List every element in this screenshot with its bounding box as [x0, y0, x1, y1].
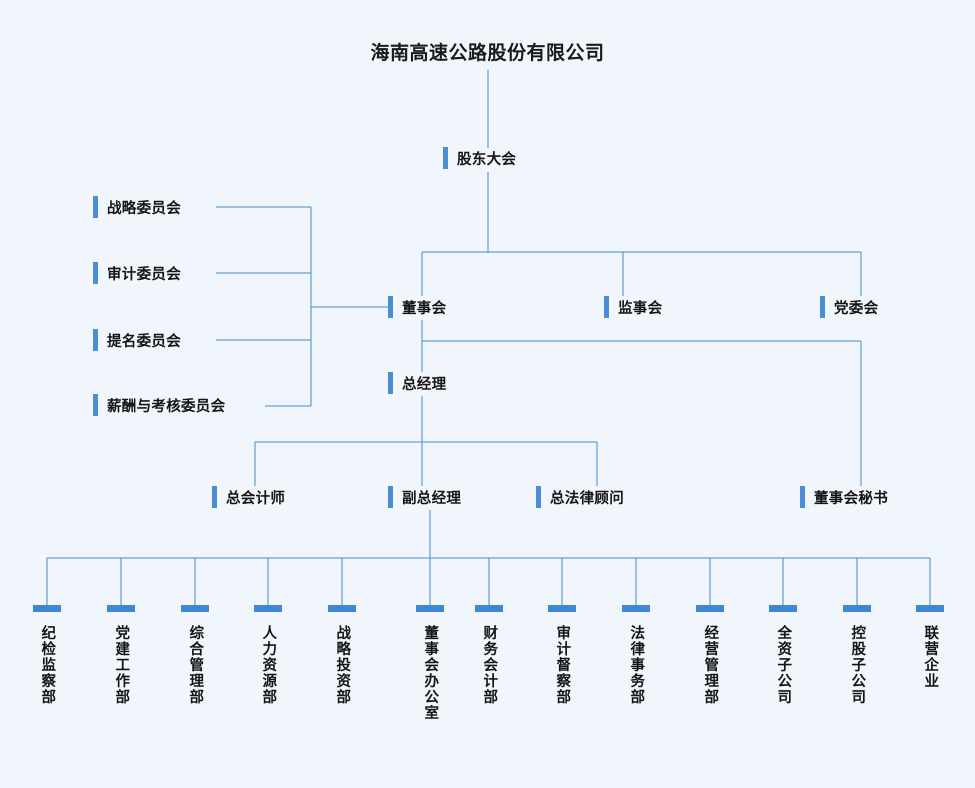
node-board-of-directors[interactable]: 董事会 — [388, 296, 446, 318]
node-label: 股东大会 — [457, 151, 517, 168]
node-marker-bar — [212, 486, 217, 508]
node-general-legal-counsel[interactable]: 总法律顾问 — [536, 486, 624, 508]
node-supervisory-board[interactable]: 监事会 — [604, 296, 662, 318]
page-title: 海南高速公路股份有限公司 — [370, 42, 605, 64]
node-marker-bar — [93, 394, 98, 416]
node-strategy-committee[interactable]: 战略委员会 — [93, 196, 181, 218]
node-label: 监事会 — [618, 300, 663, 317]
node-marker-bar — [916, 605, 944, 612]
node-marker-bar — [388, 486, 393, 508]
node-label: 党委会 — [834, 300, 879, 317]
node-finance-accounting-dept[interactable]: 财务会计部 — [475, 605, 503, 705]
node-marker-bar — [33, 605, 61, 612]
node-marker-bar — [254, 605, 282, 612]
node-label: 战略投资部 — [334, 625, 351, 705]
node-marker-bar — [548, 605, 576, 612]
node-label: 董事会办公室 — [422, 625, 439, 721]
node-board-secretary[interactable]: 董事会秘书 — [800, 486, 888, 508]
node-deputy-general-manager[interactable]: 副总经理 — [388, 486, 461, 508]
node-label: 提名委员会 — [107, 333, 181, 350]
node-label: 法律事务部 — [628, 625, 645, 705]
node-controlled-subsidiaries[interactable]: 控股子公司 — [843, 605, 871, 705]
node-discipline-inspection-dept[interactable]: 纪检监察部 — [33, 605, 61, 705]
node-label: 战略委员会 — [107, 200, 181, 217]
node-label: 董事会秘书 — [814, 490, 888, 507]
node-compensation-appraisal-committee[interactable]: 薪酬与考核委员会 — [93, 394, 225, 416]
node-label: 综合管理部 — [187, 625, 204, 705]
node-business-management-dept[interactable]: 经营管理部 — [696, 605, 724, 705]
node-wholly-owned-subsidiaries[interactable]: 全资子公司 — [769, 605, 797, 705]
node-label: 总法律顾问 — [550, 490, 624, 507]
node-marker-bar — [107, 605, 135, 612]
node-board-office[interactable]: 董事会办公室 — [416, 605, 444, 721]
node-marker-bar — [328, 605, 356, 612]
node-label: 总经理 — [402, 376, 447, 393]
node-audit-committee[interactable]: 审计委员会 — [93, 262, 181, 284]
node-label: 副总经理 — [402, 490, 462, 507]
node-label: 控股子公司 — [849, 625, 866, 705]
node-marker-bar — [696, 605, 724, 612]
node-label: 审计督察部 — [554, 625, 571, 705]
node-label: 财务会计部 — [481, 625, 498, 705]
node-marker-bar — [181, 605, 209, 612]
node-human-resources-dept[interactable]: 人力资源部 — [254, 605, 282, 705]
node-marker-bar — [388, 296, 393, 318]
node-party-committee[interactable]: 党委会 — [820, 296, 878, 318]
node-label: 总会计师 — [226, 490, 286, 507]
node-label: 人力资源部 — [260, 625, 277, 705]
node-shareholders-meeting[interactable]: 股东大会 — [443, 147, 516, 169]
node-marker-bar — [93, 329, 98, 351]
node-marker-bar — [536, 486, 541, 508]
node-marker-bar — [443, 147, 448, 169]
node-general-manager[interactable]: 总经理 — [388, 372, 446, 394]
node-marker-bar — [388, 372, 393, 394]
node-label: 审计委员会 — [107, 266, 181, 283]
node-label: 薪酬与考核委员会 — [107, 398, 226, 415]
node-marker-bar — [93, 196, 98, 218]
node-label: 经营管理部 — [702, 625, 719, 705]
node-label: 党建工作部 — [113, 625, 130, 705]
node-general-management-dept[interactable]: 综合管理部 — [181, 605, 209, 705]
node-marker-bar — [475, 605, 503, 612]
node-marker-bar — [843, 605, 871, 612]
node-affiliated-enterprises[interactable]: 联营企业 — [916, 605, 944, 689]
node-party-building-dept[interactable]: 党建工作部 — [107, 605, 135, 705]
node-marker-bar — [416, 605, 444, 612]
node-marker-bar — [820, 296, 825, 318]
node-marker-bar — [622, 605, 650, 612]
node-label: 纪检监察部 — [39, 625, 56, 705]
node-legal-affairs-dept[interactable]: 法律事务部 — [622, 605, 650, 705]
node-marker-bar — [93, 262, 98, 284]
node-label: 董事会 — [402, 300, 447, 317]
node-label: 全资子公司 — [775, 625, 792, 705]
node-marker-bar — [769, 605, 797, 612]
node-marker-bar — [800, 486, 805, 508]
node-label: 联营企业 — [922, 625, 939, 689]
node-strategic-investment-dept[interactable]: 战略投资部 — [328, 605, 356, 705]
node-audit-supervision-dept[interactable]: 审计督察部 — [548, 605, 576, 705]
node-nomination-committee[interactable]: 提名委员会 — [93, 329, 181, 351]
node-marker-bar — [604, 296, 609, 318]
node-chief-accountant[interactable]: 总会计师 — [212, 486, 285, 508]
